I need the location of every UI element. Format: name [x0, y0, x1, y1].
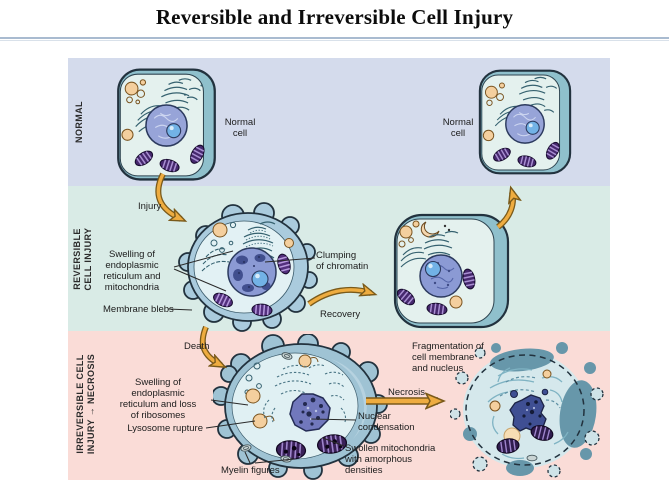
label-swelling-er-mitochondria: Swelling of endoplasmic reticulum and mi…: [103, 249, 161, 294]
normal-cell-left-illustration: [117, 68, 216, 181]
label-necrosis: Necrosis: [388, 387, 425, 398]
label-death: Death: [184, 341, 210, 352]
label-injury: Injury: [138, 201, 162, 212]
title-divider: [0, 37, 669, 39]
label-normal-cell-right: Normal cell: [442, 117, 474, 140]
label-swollen-mitochondria: Swollen mitochondria with amorphous dens…: [345, 443, 436, 477]
label-nuclear-condensation: Nuclear condensation: [358, 411, 415, 434]
necrotic-cell-illustration: [450, 342, 604, 478]
irreversible-injured-cell-illustration: [213, 334, 388, 480]
normal-cell-right-illustration: [478, 69, 572, 175]
recovering-cell-illustration: [393, 213, 510, 329]
band-label-irreversible: IRREVERSIBLE CELL INJURY → NECROSIS: [75, 353, 97, 455]
label-membrane-blebs: Membrane blebs: [103, 304, 174, 315]
title-divider-shadow: [0, 40, 669, 41]
label-recovery: Recovery: [320, 309, 361, 320]
label-clumping-of-chromatin: Clumping of chromatin: [316, 250, 369, 273]
band-label-normal: NORMAL: [74, 101, 84, 143]
page-title: Reversible and Irreversible Cell Injury: [155, 5, 514, 29]
label-swelling-er-ribosomes: Swelling of endoplasmic reticulum and lo…: [119, 377, 197, 422]
reversible-injured-cell-illustration: [178, 202, 318, 332]
label-myelin-figures: Myelin figures: [221, 465, 280, 476]
label-normal-cell-left: Normal cell: [224, 117, 256, 140]
label-lysosome-rupture: Lysosome rupture: [127, 423, 203, 434]
label-fragmentation: Fragmentation of cell membrane and nucle…: [412, 341, 484, 375]
